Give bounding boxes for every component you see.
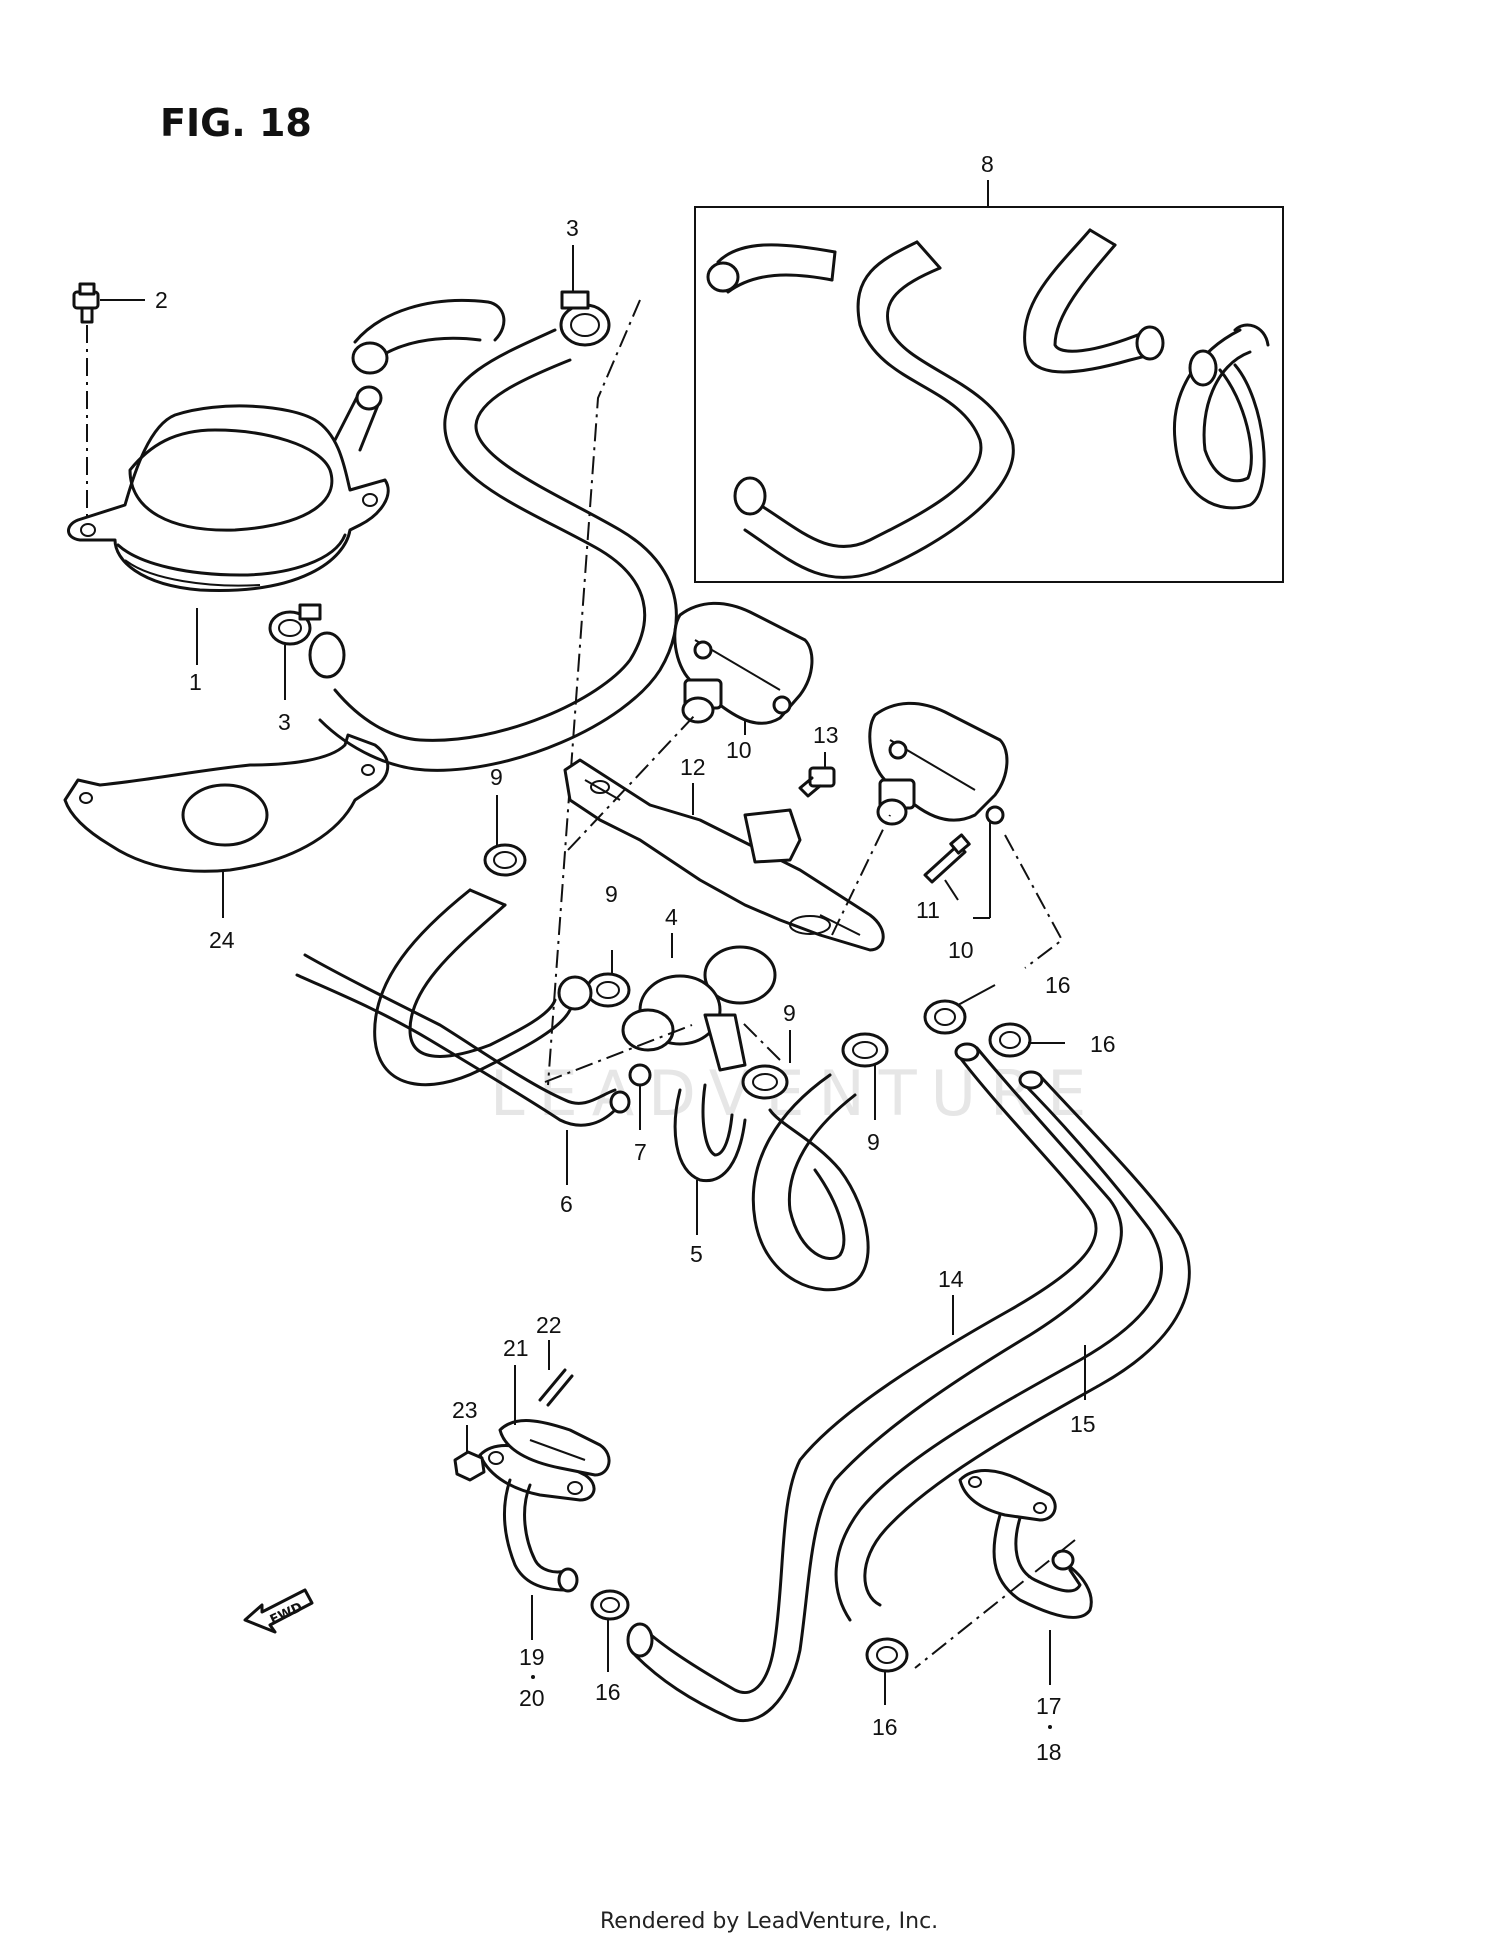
solenoid-valve-10-lower: [868, 701, 1009, 919]
reed-valve-housing: [67, 385, 390, 592]
valve-4: [621, 933, 777, 1072]
figure-label: FIG. 18: [160, 101, 312, 145]
callouts: 1 2 3 3 4 5 6 7 8 9 9 9 9 10 10 11 12 13…: [155, 151, 1116, 1765]
callout-3-bottom: 3: [278, 709, 291, 735]
callout-20: 20: [519, 1685, 545, 1711]
callout-9c: 9: [783, 1000, 796, 1026]
callout-16c: 16: [595, 1679, 621, 1705]
hose-clamp-9b: [557, 950, 631, 1011]
hose-9-right: [751, 1073, 870, 1292]
callout-16a: 16: [1045, 972, 1071, 998]
hose-14: [626, 1042, 1123, 1723]
pipe-19-20: [478, 1444, 596, 1640]
callout-8: 8: [981, 151, 994, 177]
callout-22: 22: [536, 1312, 562, 1338]
callout-17: 17: [1036, 1693, 1062, 1719]
footer-credit: Rendered by LeadVenture, Inc.: [600, 1909, 938, 1934]
hose-15: [834, 1070, 1191, 1622]
hose-clamp-3-bottom: [268, 603, 322, 700]
callout-9b: 9: [605, 881, 618, 907]
callout-19: 19: [519, 1644, 545, 1670]
ball-7: [628, 1063, 652, 1130]
hose-clamp-16a: [923, 984, 996, 1035]
plate-24: [63, 733, 390, 918]
hose-9-left: [373, 888, 572, 1087]
callout-21: 21: [503, 1335, 529, 1361]
callout-6: 6: [560, 1191, 573, 1217]
hose-clamp-9d: [841, 1032, 889, 1120]
bolt-13: [798, 752, 836, 798]
callout-2: 2: [155, 287, 168, 313]
pipe-17-18: [958, 1469, 1093, 1685]
bolt-11: [923, 833, 971, 901]
callout-3-top: 3: [566, 215, 579, 241]
hose-clamp-16d: [865, 1637, 909, 1705]
callout-14: 14: [938, 1266, 964, 1292]
upper-hose: [308, 298, 678, 772]
callout-16b: 16: [1090, 1031, 1116, 1057]
callout-18: 18: [1036, 1739, 1062, 1765]
hose-kit-box: [694, 180, 1284, 583]
callout-13: 13: [813, 722, 839, 748]
hose-clamp-3-top: [559, 245, 611, 347]
callout-16d: 16: [872, 1714, 898, 1740]
callout-15: 15: [1070, 1411, 1096, 1437]
callout-9d: 9: [867, 1129, 880, 1155]
fwd-arrow-icon: FWD: [243, 1588, 314, 1634]
callout-9a: 9: [490, 764, 503, 790]
callout-23: 23: [452, 1397, 478, 1423]
hose-clamp-9c: [741, 1030, 791, 1100]
callout-5: 5: [690, 1241, 703, 1267]
bolt-2: [72, 282, 145, 520]
bracket-12: [563, 758, 885, 952]
callout-11: 11: [916, 897, 940, 923]
callout-10-lower: 10: [948, 937, 974, 963]
callout-12: 12: [680, 754, 706, 780]
hose-clamp-16c: [590, 1589, 630, 1672]
hose-clamp-9a: [483, 795, 527, 877]
gasket-21: [498, 1365, 611, 1477]
callout-4: 4: [665, 904, 678, 930]
stud-22: [538, 1340, 574, 1407]
callout-10-upper: 10: [726, 737, 752, 763]
callout-24: 24: [209, 927, 235, 953]
callout-7: 7: [634, 1139, 647, 1165]
watermark: LEADVENTURE: [490, 1057, 1100, 1130]
callout-1: 1: [189, 669, 202, 695]
hose-5: [673, 1083, 747, 1235]
hose-clamp-16b: [988, 1022, 1065, 1058]
solenoid-valve-10-upper: [673, 601, 814, 735]
nut-23: [453, 1425, 486, 1482]
